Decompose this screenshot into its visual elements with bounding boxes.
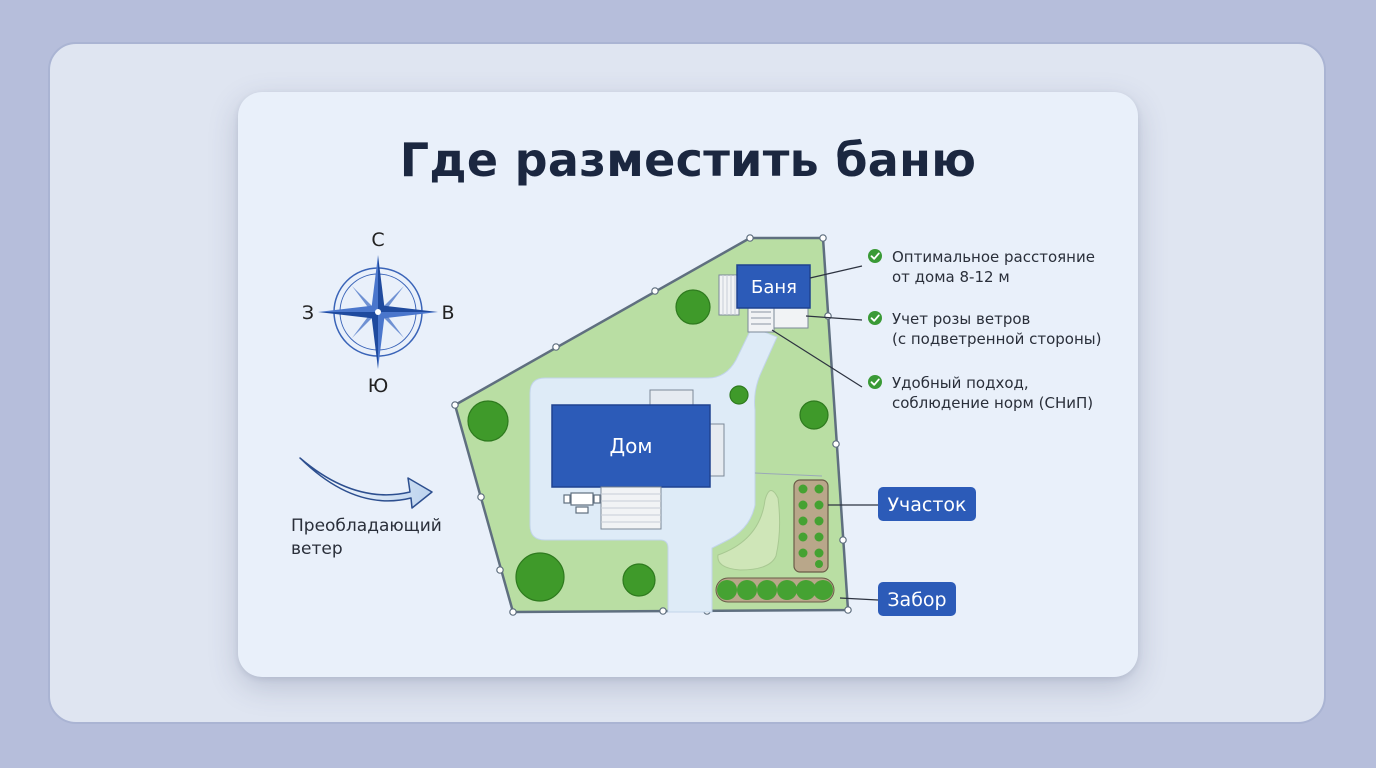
check-icon: [868, 311, 882, 325]
plot-tag: Участок: [878, 487, 976, 521]
house-label: Дом: [610, 434, 653, 458]
checklist-item-1-line1: Оптимальное расстояние: [892, 248, 1095, 266]
checklist-item-2-line1: Учет розы ветров: [892, 310, 1030, 328]
garden-lawn-patch: [717, 490, 781, 571]
wind-label-line2: ветер: [291, 539, 343, 559]
check-icon: [868, 249, 882, 263]
compass-north-label: С: [371, 229, 384, 251]
wind-arrow-icon: [299, 457, 433, 509]
house-building: [551, 389, 725, 530]
vegetable-bed: [793, 479, 829, 573]
fence-tag: Забор: [878, 582, 956, 616]
check-icon: [868, 375, 882, 389]
page-title: Где разместить баню: [399, 133, 977, 187]
compass-west-label: З: [302, 302, 314, 324]
garden-border-line: [754, 472, 823, 477]
compass-south-label: Ю: [368, 375, 389, 397]
checklist-item-3-line2: соблюдение норм (СНиП): [892, 394, 1093, 412]
wind-label-line1: Преобладающий: [291, 516, 442, 536]
compass-rose-icon: [318, 255, 438, 369]
bathhouse-label: Баня: [751, 277, 797, 298]
checklist-item-2-line2: (с подветренной стороны): [892, 330, 1101, 348]
checklist-item-3-line1: Удобный подход,: [892, 374, 1029, 392]
bathhouse-building: [718, 264, 811, 333]
tree-icon: [467, 289, 829, 602]
checklist-item-1-line2: от дома 8-12 м: [892, 268, 1010, 286]
compass-east-label: В: [441, 302, 454, 324]
fence-tag-label: Забор: [887, 589, 946, 611]
plot-tag-label: Участок: [887, 494, 966, 516]
leader-lines: [771, 265, 879, 601]
patio-table-icon: [563, 492, 601, 514]
hedge-row: [715, 577, 835, 603]
